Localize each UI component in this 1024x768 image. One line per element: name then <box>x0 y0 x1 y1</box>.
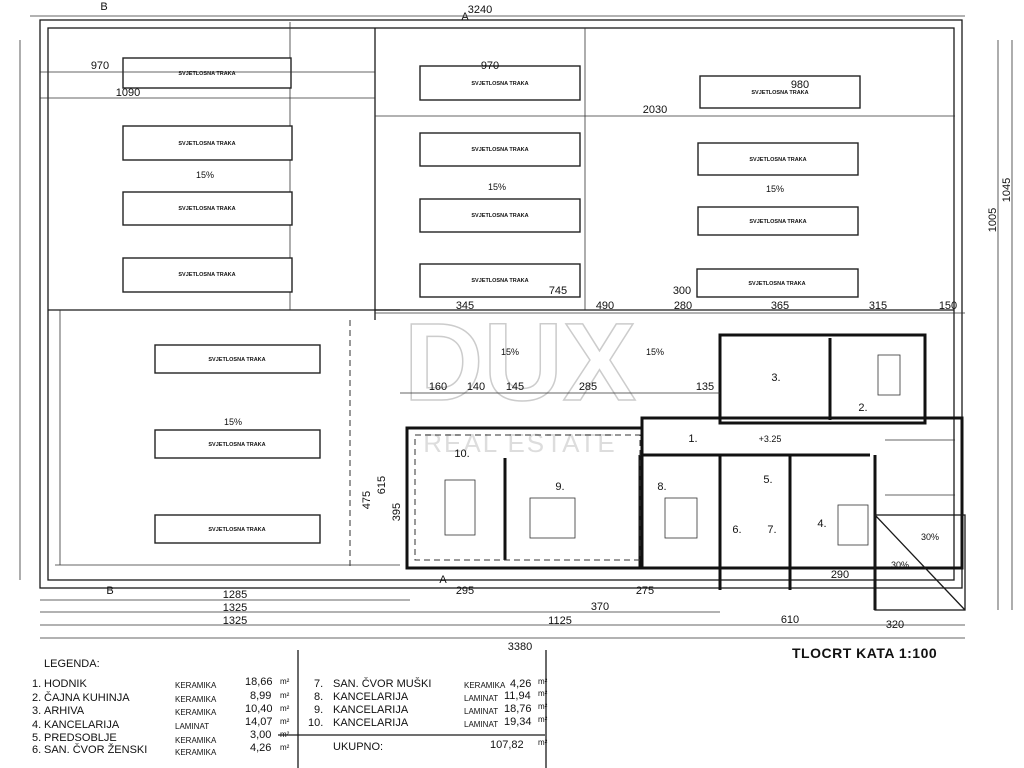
svg-text:1045: 1045 <box>1001 178 1013 202</box>
svg-text:1090: 1090 <box>116 87 140 99</box>
svg-text:290: 290 <box>831 569 849 581</box>
svg-text:SVJETLOSNA TRAKA: SVJETLOSNA TRAKA <box>749 219 806 225</box>
svg-text:SVJETLOSNA TRAKA: SVJETLOSNA TRAKA <box>471 147 528 153</box>
svg-text:1325: 1325 <box>223 615 247 627</box>
svg-text:320: 320 <box>886 619 904 631</box>
room-2: 2. <box>858 402 867 414</box>
svg-text:315: 315 <box>869 300 887 312</box>
svg-text:745: 745 <box>549 285 567 297</box>
svg-text:140: 140 <box>467 381 485 393</box>
svg-text:150: 150 <box>939 300 957 312</box>
svg-text:30%: 30% <box>891 560 909 570</box>
slope-markers: 15% 15% 15% 15% 15% 15% 30% 30% <box>196 170 939 570</box>
dimension-lines <box>19 15 1013 639</box>
svg-text:135: 135 <box>696 381 714 393</box>
svg-text:365: 365 <box>771 300 789 312</box>
svg-text:980: 980 <box>791 79 809 91</box>
svg-text:395: 395 <box>391 503 403 521</box>
svg-text:145: 145 <box>506 381 524 393</box>
svg-text:3380: 3380 <box>508 641 532 653</box>
svg-text:15%: 15% <box>646 347 664 357</box>
room-1: 1. <box>688 433 697 445</box>
svg-text:B: B <box>106 585 113 597</box>
svg-text:SVJETLOSNA TRAKA: SVJETLOSNA TRAKA <box>749 157 806 163</box>
room-8: 8. <box>657 481 666 493</box>
svg-text:3240: 3240 <box>468 4 492 16</box>
room-6: 6. <box>732 524 741 536</box>
svg-text:15%: 15% <box>501 347 519 357</box>
watermark-subtext: REAL ESTATE <box>423 428 616 458</box>
svg-text:280: 280 <box>674 300 692 312</box>
room-labels: 1. 2. 3. 4. 5. 6. 7. 8. 9. 10. +3.25 <box>454 372 867 536</box>
skylights: SVJETLOSNA TRAKA SVJETLOSNA TRAKA SVJETL… <box>122 57 861 544</box>
svg-text:15%: 15% <box>196 170 214 180</box>
svg-text:SVJETLOSNA TRAKA: SVJETLOSNA TRAKA <box>208 357 265 363</box>
svg-text:SVJETLOSNA TRAKA: SVJETLOSNA TRAKA <box>178 141 235 147</box>
room-9: 9. <box>555 481 564 493</box>
room-7: 7. <box>767 524 776 536</box>
svg-text:970: 970 <box>481 60 499 72</box>
svg-text:610: 610 <box>781 614 799 626</box>
section-markers: B B A A <box>100 1 469 597</box>
svg-text:SVJETLOSNA TRAKA: SVJETLOSNA TRAKA <box>751 90 808 96</box>
svg-text:SVJETLOSNA TRAKA: SVJETLOSNA TRAKA <box>748 281 805 287</box>
floor-level: +3.25 <box>759 434 782 444</box>
svg-text:SVJETLOSNA TRAKA: SVJETLOSNA TRAKA <box>471 278 528 284</box>
svg-text:345: 345 <box>456 300 474 312</box>
svg-text:SVJETLOSNA TRAKA: SVJETLOSNA TRAKA <box>208 442 265 448</box>
svg-text:970: 970 <box>91 60 109 72</box>
svg-text:1005: 1005 <box>987 208 999 232</box>
dimension-labels: 3240 970 970 980 1090 2030 345 745 490 2… <box>91 4 1013 653</box>
legend-heading: LEGENDA: <box>44 658 100 670</box>
svg-text:1325: 1325 <box>223 602 247 614</box>
svg-text:300: 300 <box>673 285 691 297</box>
svg-text:1125: 1125 <box>548 615 572 627</box>
svg-text:15%: 15% <box>766 184 784 194</box>
svg-text:SVJETLOSNA TRAKA: SVJETLOSNA TRAKA <box>178 206 235 212</box>
room-5: 5. <box>763 474 772 486</box>
svg-text:295: 295 <box>456 585 474 597</box>
svg-text:160: 160 <box>429 381 447 393</box>
svg-text:285: 285 <box>579 381 597 393</box>
svg-text:2030: 2030 <box>643 104 667 116</box>
room-3: 3. <box>771 372 780 384</box>
svg-text:SVJETLOSNA TRAKA: SVJETLOSNA TRAKA <box>178 71 235 77</box>
svg-text:A: A <box>439 574 447 586</box>
svg-text:SVJETLOSNA TRAKA: SVJETLOSNA TRAKA <box>178 272 235 278</box>
svg-text:SVJETLOSNA TRAKA: SVJETLOSNA TRAKA <box>208 527 265 533</box>
svg-text:1285: 1285 <box>223 589 247 601</box>
svg-text:275: 275 <box>636 585 654 597</box>
svg-text:SVJETLOSNA TRAKA: SVJETLOSNA TRAKA <box>471 81 528 87</box>
svg-text:SVJETLOSNA TRAKA: SVJETLOSNA TRAKA <box>471 213 528 219</box>
svg-text:30%: 30% <box>921 532 939 542</box>
svg-text:B: B <box>100 1 107 13</box>
building-walls <box>405 333 966 611</box>
watermark-logo: DUX <box>404 301 636 424</box>
svg-text:370: 370 <box>591 601 609 613</box>
room-10: 10. <box>454 448 469 460</box>
svg-text:15%: 15% <box>488 182 506 192</box>
svg-text:490: 490 <box>596 300 614 312</box>
svg-text:A: A <box>461 11 469 23</box>
room-4: 4. <box>817 518 826 530</box>
svg-text:615: 615 <box>376 476 388 494</box>
svg-text:15%: 15% <box>224 417 242 427</box>
svg-text:475: 475 <box>361 491 373 509</box>
drawing-title: TLOCRT KATA 1:100 <box>792 645 938 661</box>
